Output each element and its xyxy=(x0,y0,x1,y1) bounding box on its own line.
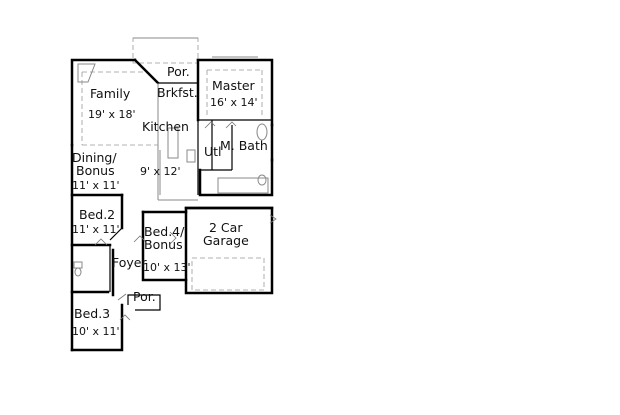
size-bed3: 10' x 11' xyxy=(72,325,120,338)
size-bed4: 10' x 13' xyxy=(143,261,191,274)
interior-walls xyxy=(73,63,272,291)
label-bed2: Bed.2 xyxy=(79,207,115,222)
label-master-bath: M. Bath xyxy=(220,138,268,153)
size-family: 19' x 18' xyxy=(88,108,136,121)
label-bed3: Bed.3 xyxy=(74,306,110,321)
label-master: Master xyxy=(212,78,256,93)
label-porch-front: Por. xyxy=(133,289,156,304)
label-breakfast: Brkfst. xyxy=(157,85,198,100)
label-garage-line2: Garage xyxy=(203,233,249,248)
label-porch-rear: Por. xyxy=(167,64,190,79)
label-dining-line2: Bonus xyxy=(76,163,115,178)
label-utility: Utl xyxy=(204,144,222,159)
size-bed2: 11' x 11' xyxy=(72,223,120,236)
label-family: Family xyxy=(90,86,131,101)
size-kitchen: 9' x 12' xyxy=(140,165,181,178)
size-dining: 11' x 11' xyxy=(72,179,120,192)
label-bed4-line2: Bonus xyxy=(144,237,183,252)
room-labels: Por. Family 19' x 18' Brkfst. Master 16'… xyxy=(72,64,268,338)
rear-patio-outline xyxy=(132,37,199,64)
label-bed4-line1: Bed.4/ xyxy=(144,224,185,239)
label-garage-line1: 2 Car xyxy=(209,220,243,235)
doors xyxy=(94,121,277,321)
size-master: 16' x 14' xyxy=(210,96,258,109)
label-dining-line1: Dining/ xyxy=(72,150,117,165)
label-foyer: Foyer xyxy=(112,255,147,270)
label-kitchen: Kitchen xyxy=(142,119,189,134)
exterior-walls xyxy=(70,56,274,352)
